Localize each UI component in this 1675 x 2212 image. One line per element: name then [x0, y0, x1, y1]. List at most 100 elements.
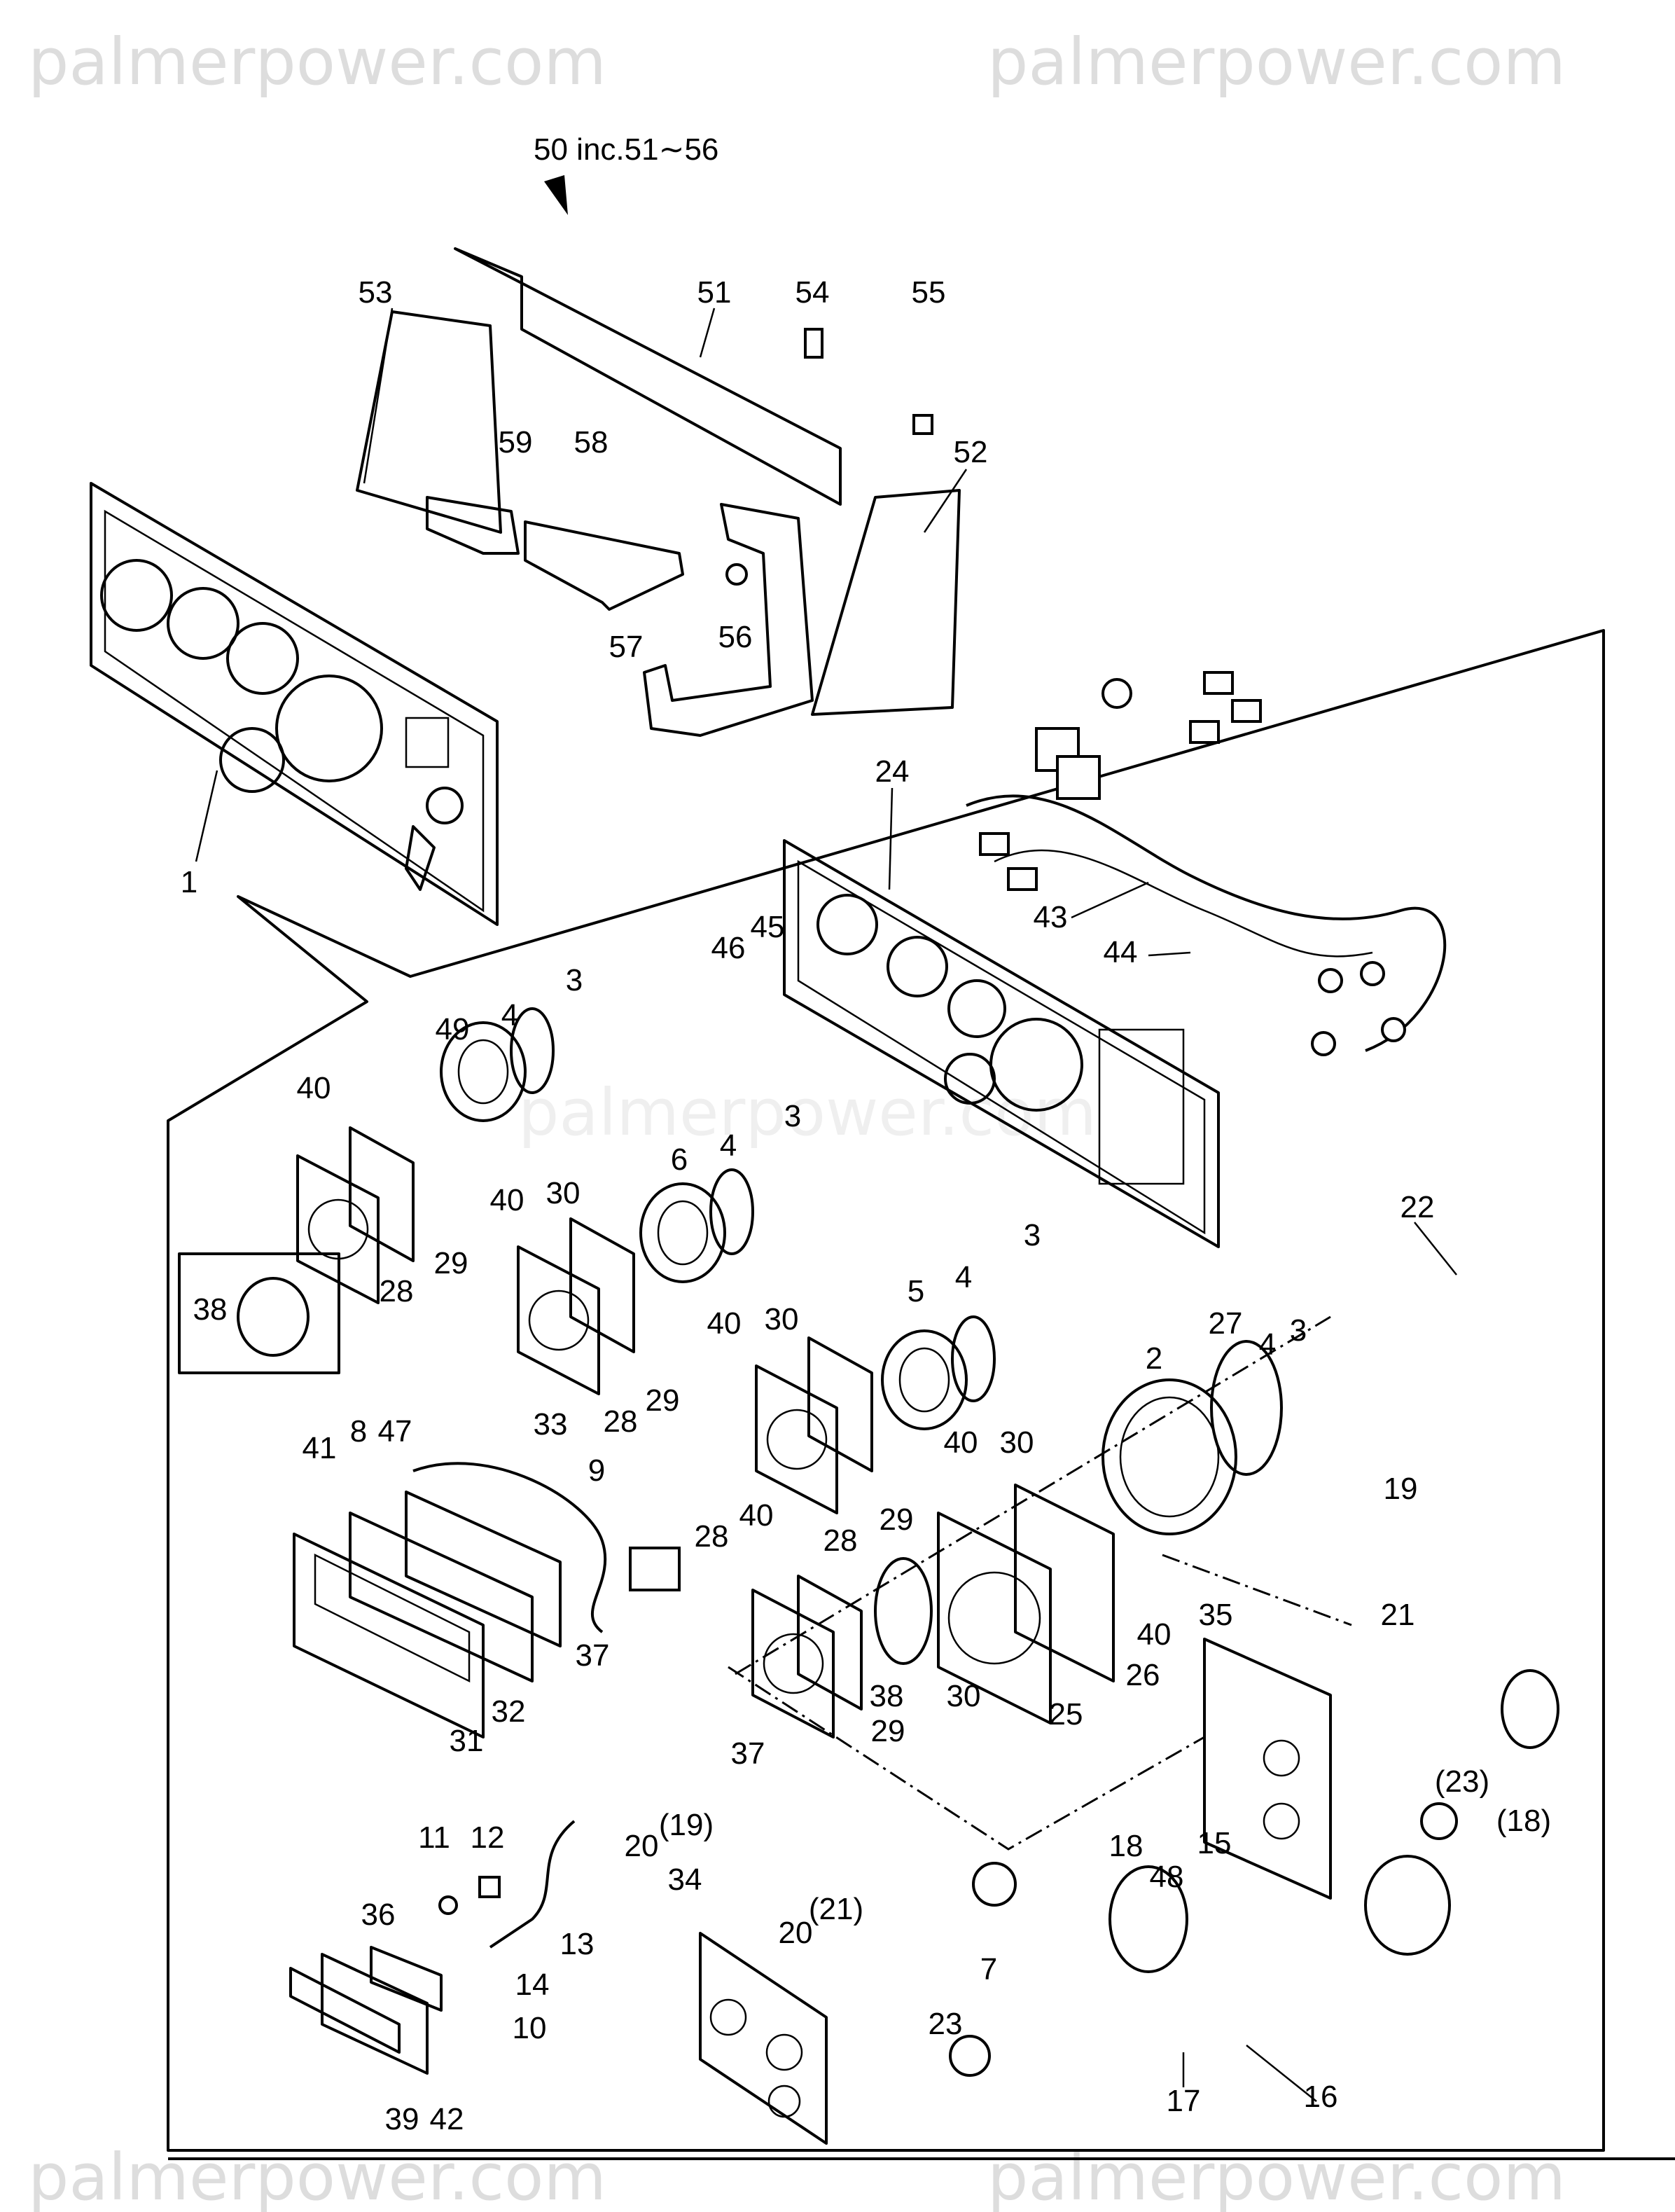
watermark-top-left: palmerpower.com	[28, 25, 606, 99]
callout-label: 25	[1049, 1697, 1083, 1731]
callout-label: 34	[668, 1862, 702, 1897]
callout-label: 31	[450, 1724, 484, 1758]
callout-label: 43	[1034, 900, 1068, 934]
callout-label: 20	[779, 1916, 813, 1950]
watermark-top-right: palmerpower.com	[987, 25, 1566, 99]
callout-label: 33	[534, 1407, 568, 1442]
callout-label: 48	[1150, 1860, 1184, 1894]
callout-label: 30	[765, 1302, 799, 1336]
callout-label: 38	[193, 1292, 228, 1327]
callout-label: 19	[1384, 1472, 1418, 1506]
callout-label: 32	[492, 1694, 526, 1729]
callout-label: 10	[513, 2011, 547, 2045]
callout-label: 29	[880, 1502, 914, 1537]
callout-label: 8	[350, 1414, 367, 1449]
callout-label: 28	[695, 1519, 729, 1554]
callout-label: 3	[566, 963, 583, 997]
exploded-view-frame	[167, 629, 1605, 2152]
wiring-harness	[966, 671, 1447, 1056]
callout-label: 46	[711, 931, 746, 965]
callout-label: 37	[731, 1736, 765, 1771]
callout-label: 4	[1259, 1327, 1276, 1362]
callout-label: 56	[718, 620, 753, 654]
inset-cap	[178, 1252, 340, 1374]
callout-label: 30	[947, 1679, 981, 1713]
callout-label: 9	[588, 1453, 605, 1488]
callout-label: 29	[434, 1246, 468, 1280]
callout-label: 49	[436, 1012, 470, 1046]
callout-label: 47	[378, 1414, 412, 1449]
callout-label: 20	[625, 1829, 659, 1863]
leader-lines	[195, 307, 1457, 2102]
callout-label: 35	[1199, 1598, 1233, 1632]
callout-label: 40	[1137, 1617, 1172, 1652]
switch-panel	[699, 1932, 828, 2145]
callout-label: 39	[385, 2102, 419, 2136]
callout-label: 16	[1304, 2080, 1338, 2114]
callout-label: 26	[1126, 1658, 1160, 1692]
callout-label: 11	[418, 1820, 450, 1855]
bracket-assembly	[356, 247, 961, 737]
callout-label: 53	[359, 275, 393, 310]
callout-label: 15	[1197, 1826, 1232, 1860]
display-module	[293, 1462, 681, 1739]
callout-label: 30	[546, 1176, 581, 1210]
callout-label: 38	[870, 1679, 904, 1713]
arrow-marker-icon	[544, 175, 568, 215]
callout-label: 40	[707, 1306, 742, 1341]
assembly-note: 50 inc.51∼56	[534, 132, 718, 167]
callout-label: 57	[609, 630, 644, 664]
lamp-module	[289, 1820, 576, 2075]
mounting-plate	[783, 839, 1220, 1248]
callout-label: 4	[720, 1128, 737, 1163]
callout-label: 24	[875, 754, 910, 789]
watermark-center: palmerpower.com	[518, 1075, 1097, 1150]
callout-label: 7	[980, 1952, 997, 1986]
callout-label: 30	[1000, 1425, 1034, 1460]
instrument-panel	[90, 482, 499, 926]
control-plate	[728, 1315, 1559, 2077]
callout-label: 28	[604, 1404, 638, 1439]
gauge-49	[440, 1007, 555, 1122]
callout-label: 59	[499, 425, 533, 459]
watermark-bottom-right: palmerpower.com	[987, 2140, 1566, 2212]
callout-label: 2	[1146, 1341, 1162, 1376]
callout-label: 27	[1209, 1306, 1243, 1341]
gauge-6	[639, 1168, 754, 1283]
callout-label: (21)	[809, 1892, 863, 1926]
callout-label: 36	[361, 1898, 396, 1932]
callout-label: 28	[380, 1274, 414, 1308]
callout-label: 51	[697, 275, 732, 310]
callout-label: 18	[1109, 1829, 1144, 1863]
callout-label: 22	[1401, 1190, 1435, 1224]
callout-label: (18)	[1496, 1804, 1551, 1838]
callout-label: 41	[303, 1431, 337, 1465]
callout-label: 40	[739, 1498, 774, 1533]
callout-label: (19)	[659, 1808, 714, 1842]
watermark-bottom-left: palmerpower.com	[28, 2140, 606, 2212]
callout-label: 55	[912, 275, 946, 310]
callout-label: 14	[515, 1968, 550, 2002]
callout-label: 44	[1104, 935, 1138, 969]
callout-label: 3	[1024, 1218, 1041, 1252]
gauge-5	[881, 1315, 996, 1430]
gauge-2	[1101, 1340, 1283, 1535]
callout-label: 23	[929, 2007, 963, 2041]
callout-label: 3	[1290, 1313, 1307, 1348]
callout-label: 58	[574, 425, 609, 459]
callout-label: 54	[795, 275, 830, 310]
callout-label: 52	[954, 435, 988, 469]
callout-labels: 53 51 54 55 59 58 52 56 57 1 24 46 45 43…	[181, 275, 1551, 2136]
callout-label: 40	[490, 1183, 524, 1217]
callout-label: 29	[646, 1383, 680, 1418]
callout-label: 4	[955, 1260, 972, 1294]
callout-label: 40	[297, 1071, 331, 1105]
callout-label: 6	[671, 1142, 688, 1177]
callout-label: 3	[784, 1099, 801, 1133]
callout-label: 40	[944, 1425, 978, 1460]
callout-label: 28	[823, 1523, 858, 1558]
bezels	[296, 1126, 1115, 1739]
callout-label: 45	[751, 910, 785, 944]
callout-label: 12	[471, 1820, 505, 1855]
